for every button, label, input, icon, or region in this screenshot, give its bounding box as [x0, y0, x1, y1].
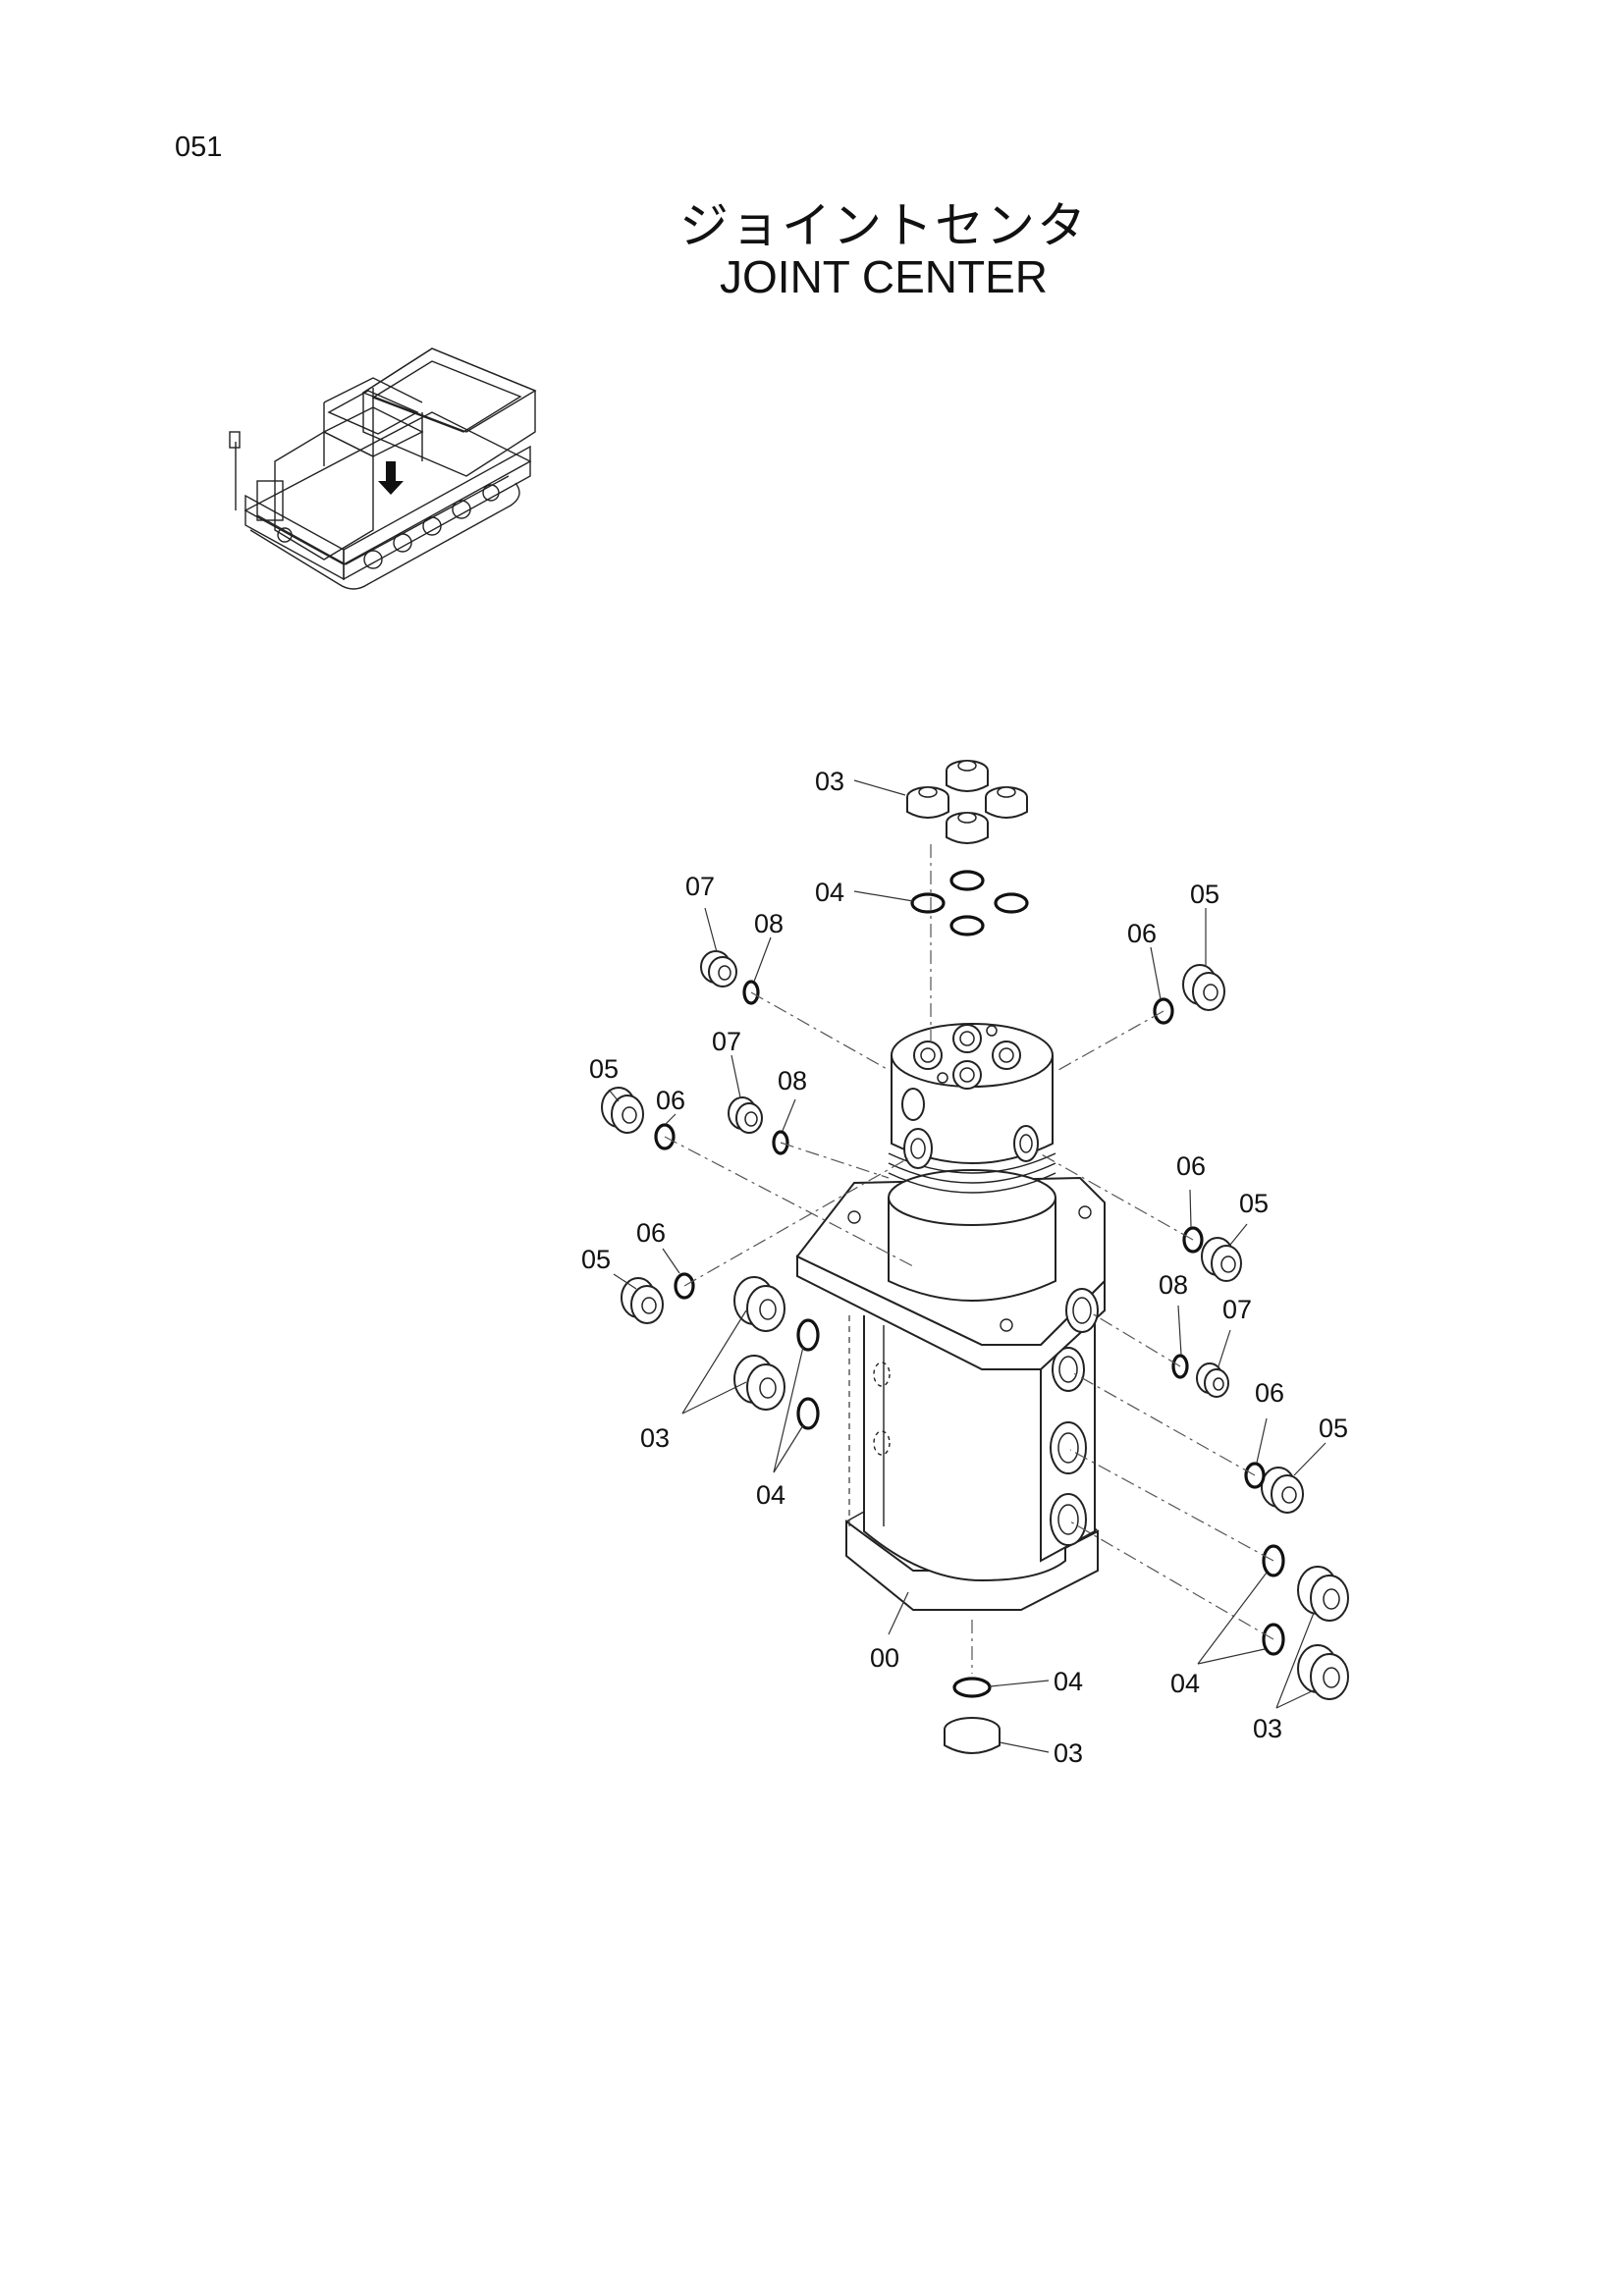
assembly-lines: [664, 844, 1274, 1674]
plug-03-left-a: [733, 1276, 785, 1332]
callout-06-l1: 06: [656, 1086, 685, 1115]
callout-04-right: 04: [1170, 1669, 1200, 1698]
plug-03-bottom: [944, 1717, 1001, 1754]
machine-location-thumbnail: [229, 347, 537, 590]
callout-07-b: 07: [712, 1027, 741, 1056]
plug-07-b: [728, 1096, 763, 1134]
callout-05-r2: 05: [1319, 1414, 1348, 1443]
callout-08-r: 08: [1159, 1270, 1188, 1300]
callout-05-l1: 05: [589, 1054, 619, 1084]
plug-03-left-b: [733, 1355, 785, 1411]
callout-06-r2: 06: [1255, 1378, 1284, 1408]
o-rings: [654, 870, 1285, 1698]
callout-03-left: 03: [640, 1423, 670, 1453]
plug-03-top-a: [946, 760, 989, 792]
plug-03-top-b: [906, 786, 949, 819]
callout-06-l2: 06: [636, 1218, 666, 1248]
joint-center-body: [795, 1023, 1106, 1611]
plug-03-right-a: [1297, 1566, 1349, 1622]
callout-03-top: 03: [815, 767, 844, 796]
callout-03-bottom: 03: [1054, 1738, 1083, 1768]
plug-05-l2: [621, 1277, 664, 1324]
callout-labels: 03 04 07 08 05 06 05 06 07 08 06 05 03 0…: [581, 767, 1348, 1768]
callout-07-a: 07: [685, 872, 715, 901]
plug-03-top-c: [985, 786, 1028, 819]
plug-05-r2: [1261, 1467, 1304, 1514]
leader-lines: [608, 779, 1326, 1753]
title-japanese: ジョイントセンタ: [679, 197, 1088, 254]
callout-08-b: 08: [778, 1066, 807, 1095]
callout-07-r: 07: [1222, 1295, 1252, 1324]
callout-05-l2: 05: [581, 1245, 611, 1274]
plug-07-a: [700, 950, 737, 988]
plug-05-r1: [1201, 1237, 1242, 1282]
callout-06-tr: 06: [1127, 919, 1157, 948]
plug-cluster-top: [906, 760, 1028, 844]
plug-03-right-b: [1297, 1644, 1349, 1700]
plug-03-top-d: [946, 812, 989, 844]
callout-00: 00: [870, 1643, 899, 1673]
plug-05-l1: [601, 1087, 644, 1134]
callout-03-right: 03: [1253, 1714, 1282, 1743]
title-english: JOINT CENTER: [720, 251, 1048, 302]
plug-05-tr: [1182, 964, 1225, 1011]
callout-04-bottom: 04: [1054, 1667, 1083, 1696]
callout-05-r1: 05: [1239, 1189, 1269, 1218]
callout-04-left: 04: [756, 1480, 785, 1510]
plug-07-r: [1196, 1362, 1229, 1398]
callout-08-a: 08: [754, 909, 784, 938]
callout-06-r1: 06: [1176, 1151, 1206, 1181]
callout-05-tr: 05: [1190, 880, 1219, 909]
callout-04-top: 04: [815, 878, 844, 907]
page-number: 051: [175, 132, 223, 163]
